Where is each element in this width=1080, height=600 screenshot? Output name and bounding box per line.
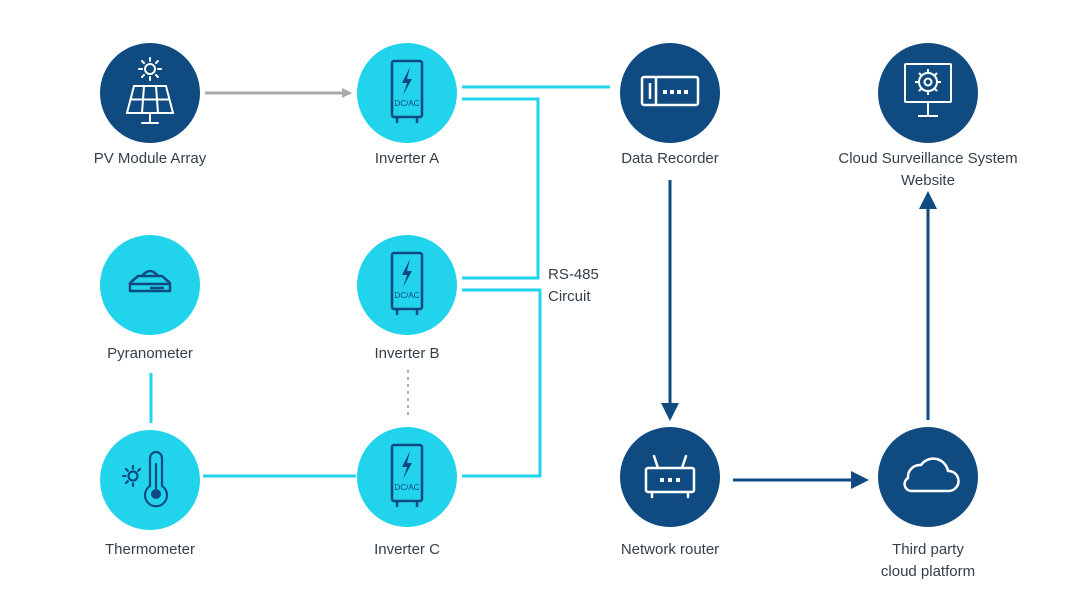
inverter-a-icon-text: DC/AC <box>395 99 420 108</box>
third-party-cloud-label: Third party cloud platform <box>808 539 1048 583</box>
inverter-a-label: Inverter A <box>374 150 440 167</box>
monitor-gear-icon <box>904 63 952 117</box>
rs485-label-line2: Circuit <box>548 288 591 305</box>
thermometer-icon <box>121 450 169 508</box>
inverter-c-label: Inverter C <box>374 541 440 558</box>
network-router-node <box>620 427 720 527</box>
inverter-b-node: DC/AC <box>357 235 457 335</box>
cloud-icon <box>903 457 960 493</box>
third-party-cloud-label-line2: cloud platform <box>880 563 976 580</box>
router-icon <box>644 454 696 499</box>
inverter-icon: DC/AC <box>390 251 424 315</box>
rs485-bus-lower <box>462 288 542 478</box>
inverter-icon: DC/AC <box>390 443 424 507</box>
rs485-circuit-label: RS-485 Circuit <box>548 264 599 308</box>
solar-panel-icon <box>125 57 175 124</box>
data-recorder-label: Data Recorder <box>621 150 719 167</box>
pv-module-array-node <box>100 43 200 143</box>
thermometer-node <box>100 430 200 530</box>
rs485-bus-main <box>462 97 540 280</box>
inverter-icon: DC/AC <box>390 59 424 123</box>
cloud-surveillance-website-label: Cloud Surveillance System Website <box>808 148 1048 192</box>
pyranometer-node <box>100 235 200 335</box>
third-party-cloud-label-line1: Third party <box>892 541 964 558</box>
cloud-surveillance-label-line2: Website <box>901 172 955 189</box>
inverter-b-label: Inverter B <box>374 345 440 362</box>
inverter-c-node: DC/AC <box>357 427 457 527</box>
pv-module-array-label: PV Module Array <box>93 150 207 167</box>
pyranometer-label: Pyranometer <box>107 345 193 362</box>
network-router-label: Network router <box>620 541 720 558</box>
cloud-surveillance-label-line1: Cloud Surveillance System <box>838 150 1018 167</box>
third-party-cloud-node <box>878 427 978 527</box>
data-recorder-icon <box>640 75 700 107</box>
pyranometer-icon <box>128 269 172 293</box>
data-recorder-node <box>620 43 720 143</box>
rs485-label-line1: RS-485 <box>548 266 599 283</box>
thermometer-label: Thermometer <box>104 541 196 558</box>
inverter-a-node: DC/AC <box>357 43 457 143</box>
inverter-c-icon-text: DC/AC <box>395 483 420 492</box>
inverter-b-icon-text: DC/AC <box>395 291 420 300</box>
cloud-surveillance-website-node <box>878 43 978 143</box>
